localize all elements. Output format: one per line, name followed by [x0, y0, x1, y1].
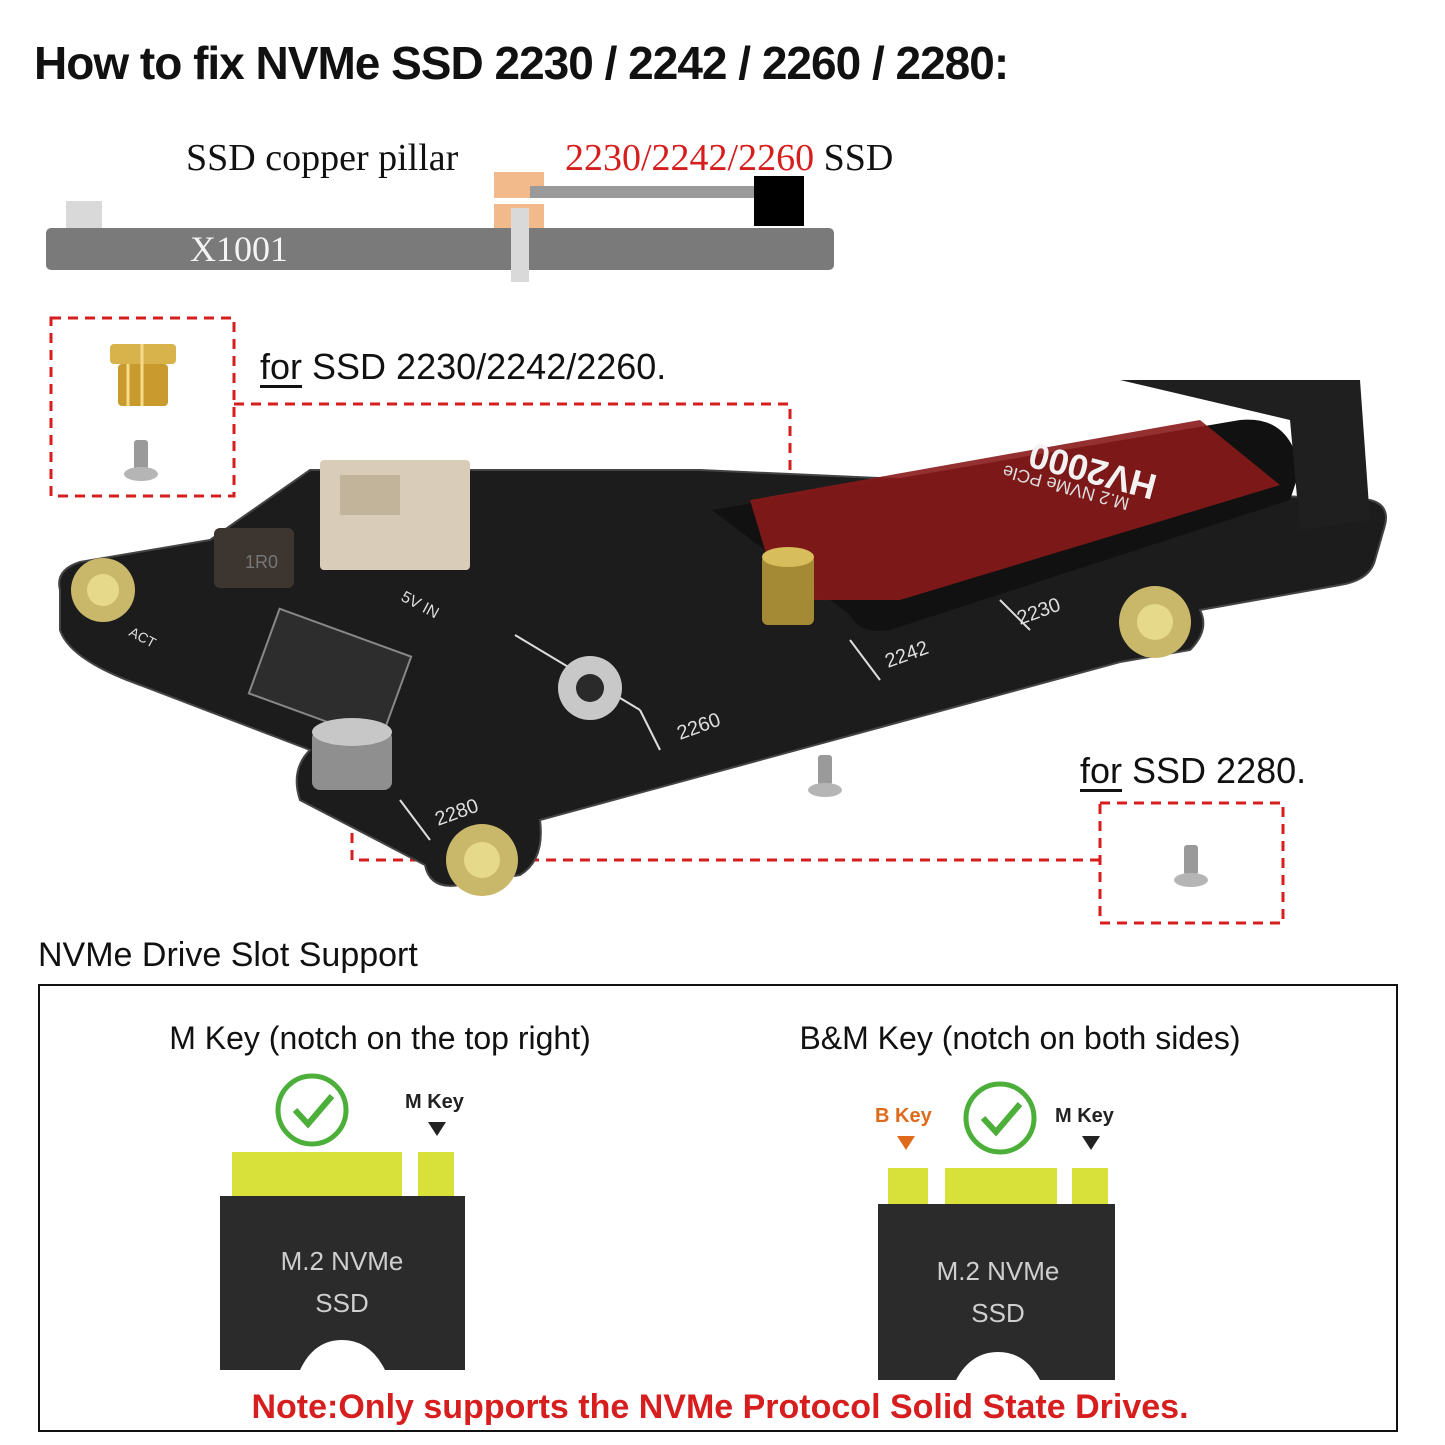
board-pillar [762, 547, 814, 625]
mount-hole-left [71, 558, 135, 622]
power-connector [320, 460, 470, 570]
m-key-card: M Key M.2 NVMe SSD [220, 1073, 465, 1370]
gold-contacts-mid [945, 1168, 1057, 1204]
ssd-bar [530, 186, 760, 198]
card-line1-bm: M.2 NVMe [937, 1256, 1060, 1286]
ssd-connector [754, 176, 804, 226]
m-key-arrow-icon-2 [1082, 1136, 1100, 1150]
check-icon [275, 1073, 349, 1147]
board-label: X1001 [190, 229, 288, 269]
ssd-size-label: 2230/2242/2260 SSD [565, 136, 893, 180]
inductor [214, 528, 294, 588]
m-key-caption: M Key (notch on the top right) [169, 1020, 591, 1056]
mount-hole-bottom [446, 824, 518, 896]
callout-label-2280: for SSD 2280. [1080, 750, 1306, 792]
loose-screw [808, 755, 842, 797]
check-icon [963, 1081, 1037, 1155]
board-bar [46, 228, 834, 270]
callout-box-small [49, 316, 236, 498]
bm-key-card: B Key M Key M.2 NVMe SSD [875, 1081, 1115, 1380]
pillar-screw [511, 208, 529, 282]
m-key-tag-2: M Key [1055, 1105, 1115, 1127]
card-line1: M.2 NVMe [281, 1246, 404, 1276]
ssd-sizes: 2230/2242/2260 [565, 137, 815, 179]
gold-contacts [232, 1152, 402, 1196]
inductor-label: 1R0 [245, 552, 278, 572]
ssd-module [712, 380, 1370, 631]
section-title: NVMe Drive Slot Support [38, 936, 418, 974]
note-text: Note:Only supports the NVMe Protocol Sol… [251, 1388, 1189, 1426]
screw-icon [124, 440, 158, 481]
b-key-arrow-icon [897, 1136, 915, 1150]
ssd-word: SSD [814, 137, 894, 179]
card-line2: SSD [315, 1288, 368, 1318]
callout-text: SSD 2280. [1122, 750, 1307, 791]
side-view-diagram [46, 172, 834, 282]
washer [558, 656, 622, 720]
m-key-arrow-icon [428, 1122, 446, 1136]
for-word: for [1080, 750, 1123, 791]
support-box [38, 984, 1398, 1432]
ribbon-connector [247, 607, 413, 743]
b-key-tag: B Key [875, 1105, 933, 1127]
m-key-tag: M Key [405, 1091, 465, 1113]
board-standoff-2280 [312, 718, 392, 790]
brass-pillar-icon [110, 344, 176, 406]
bm-key-caption: B&M Key (notch on both sides) [799, 1020, 1241, 1056]
screw-2280 [1174, 845, 1208, 887]
board-standoff [66, 201, 102, 231]
key-diagrams: M Key M.2 NVMe SSD B Key M Key M.2 NVMe … [220, 1073, 1115, 1380]
callout-label-small: for SSD 2230/2242/2260. [260, 346, 666, 388]
board-illustration: 1R0 5V IN ACT HV2000 M.2 NVMe PCIe 2230 … [49, 316, 1387, 925]
for-word: for [260, 346, 303, 387]
callout-text: SSD 2230/2242/2260. [302, 346, 667, 387]
ssd-card-body-bm [878, 1204, 1115, 1380]
gold-contacts-m [418, 1152, 454, 1196]
gold-contacts-m2 [1072, 1168, 1108, 1204]
pillar-label: SSD copper pillar [186, 137, 459, 179]
page-title: How to fix NVMe SSD 2230 / 2242 / 2260 /… [34, 37, 1009, 89]
gold-contacts-b [888, 1168, 928, 1204]
card-line2-bm: SSD [971, 1298, 1024, 1328]
callout-box-2280 [1098, 801, 1285, 925]
ssd-card-body [220, 1196, 465, 1370]
mount-hole-right [1119, 586, 1191, 658]
